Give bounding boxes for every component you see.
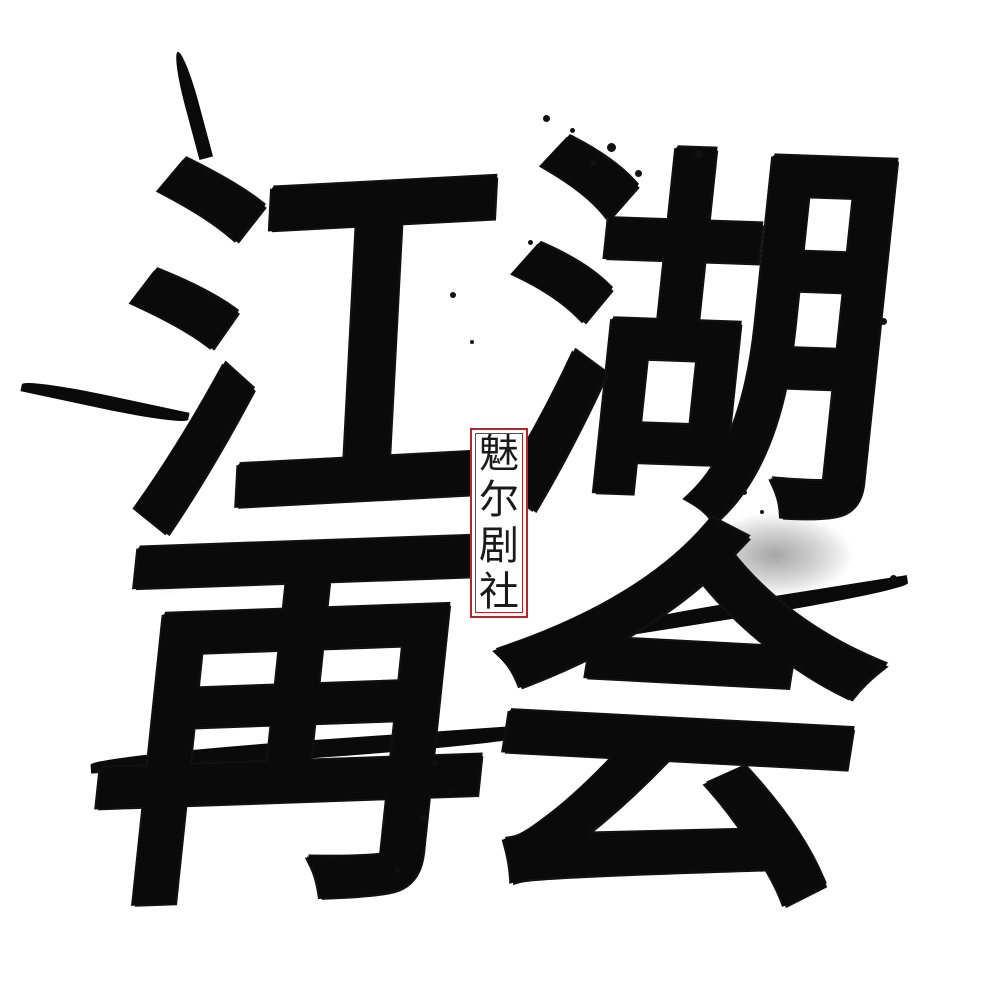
seal-char: 魅	[479, 431, 519, 477]
ink-splatter-dot	[570, 128, 575, 133]
ink-splatter-dot	[890, 575, 897, 582]
ink-splatter-dot	[470, 340, 474, 344]
ink-splatter-dot	[607, 143, 616, 152]
ink-splatter-dot	[760, 510, 764, 514]
ink-splatter-dot	[590, 160, 596, 166]
ink-splatter-dot	[635, 170, 642, 177]
ink-splatter-dot	[420, 815, 427, 822]
ink-splatter-dot	[543, 115, 550, 122]
seal-char: 尔	[479, 477, 519, 523]
seal-stamp: 魅 尔 剧 社	[470, 428, 528, 618]
seal-char: 社	[479, 569, 519, 615]
ink-splatter-dot	[450, 292, 456, 298]
title-char-zai: 再	[70, 477, 520, 963]
ink-splatter-dot	[448, 790, 453, 795]
ink-splatter-dot	[395, 868, 400, 873]
ink-splatter-dot	[432, 760, 438, 766]
ink-splatter-dot	[880, 318, 887, 325]
ink-splatter-dot	[695, 150, 703, 158]
ink-splatter-dot	[528, 240, 533, 245]
ink-wash-smudge	[148, 560, 188, 592]
ink-splatter-dot	[742, 490, 747, 495]
seal-char: 剧	[479, 523, 519, 569]
ink-wash-cloud	[700, 515, 850, 595]
